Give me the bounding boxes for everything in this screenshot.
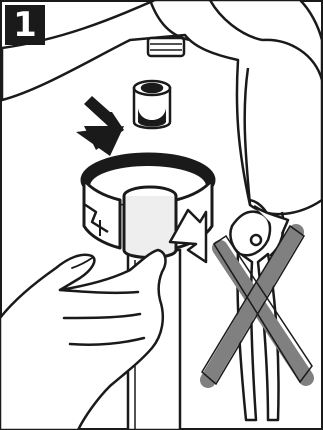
prohibited-mark <box>208 232 306 380</box>
step-badge: 1 <box>5 5 45 45</box>
aerator-insert <box>134 81 170 128</box>
arrow-down-icon <box>76 96 124 156</box>
step-number: 1 <box>13 5 37 45</box>
